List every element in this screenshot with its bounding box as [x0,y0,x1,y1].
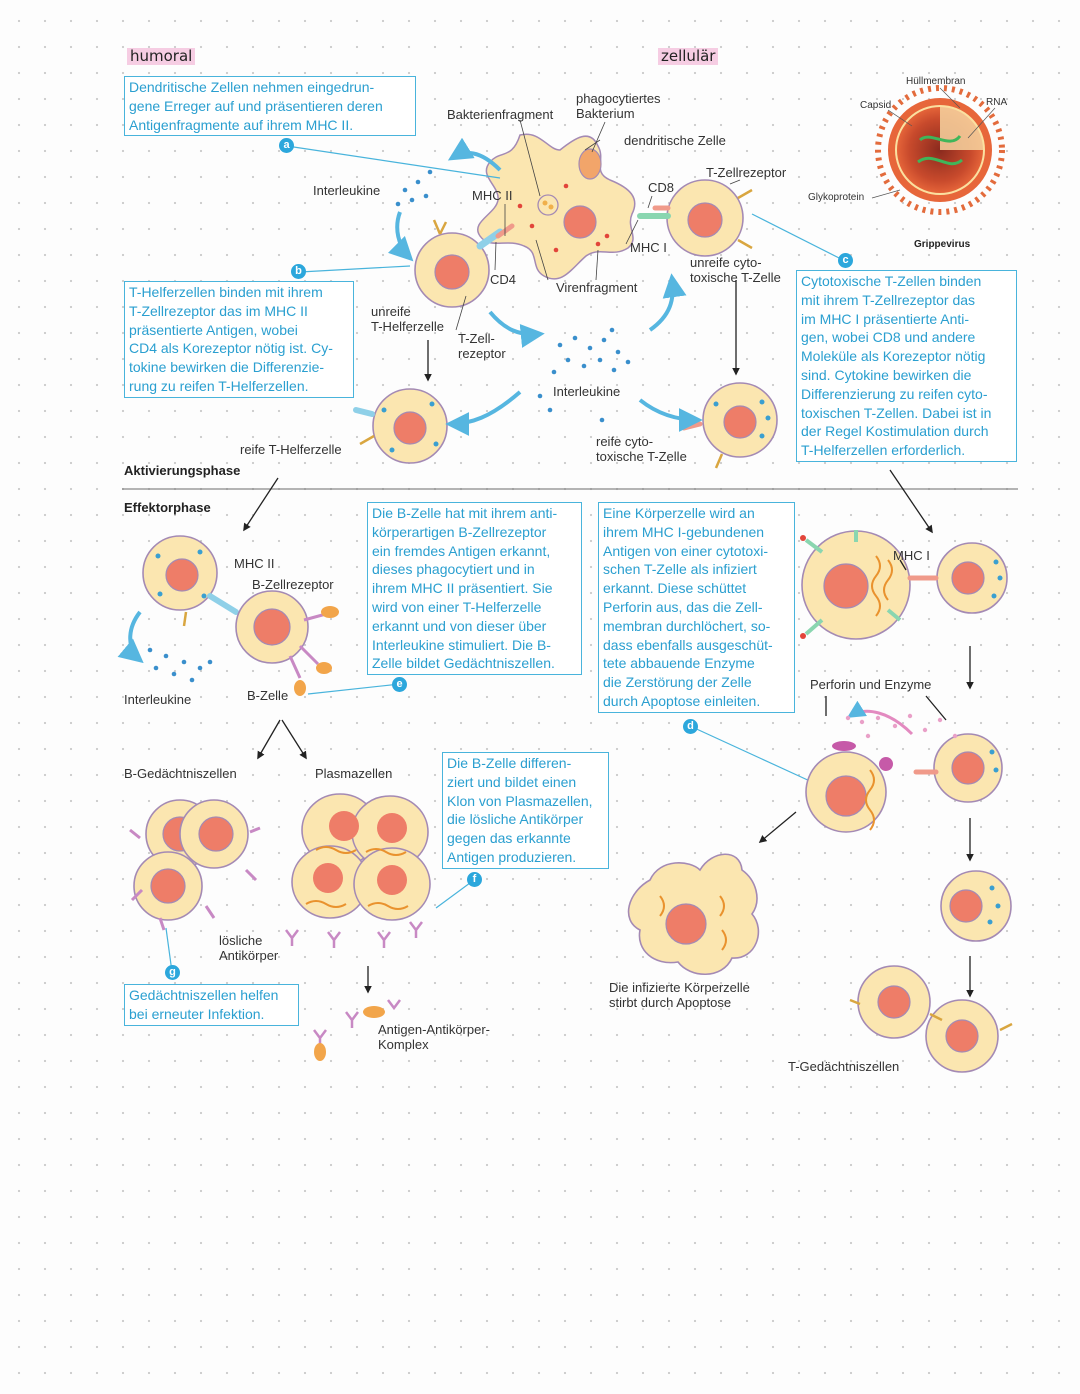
label-virus-fragment: Virenfragment [556,280,638,295]
label-b-cell-receptor: B-Zellrezeptor [252,577,334,592]
label-mature-t-helper: reife T-Helferzelle [240,442,342,457]
label-immature-t-helper: unreife T-Helferzelle [371,304,444,334]
badge-a: a [279,138,294,153]
info-box-f: Die B-Zelle differen- ziert und bildet e… [442,752,609,869]
virus-label-rna: RNA [986,97,1008,108]
mature-cytotoxic-t-cell [681,382,778,469]
badge-b: b [291,264,306,279]
b-cell [235,590,339,696]
info-box-a: Dendritische Zellen nehmen eingedrun- ge… [124,76,416,137]
humoral-heading: humoral [127,48,196,65]
label-cd8: CD8 [648,180,675,195]
t-helper-binding-b-cell [142,535,239,627]
b-memory-cells [129,799,261,931]
label-immature-cytotoxic: unreife cyto- toxische T-Zelle [690,255,781,285]
info-box-g: Gedächtniszellen helfen bei erneuter Inf… [124,984,299,1026]
label-mhc2: MHC II [472,188,513,203]
antigen-antibody-complex [313,999,401,1061]
label-apoptosis: Die infizierte Körperzelle stirbt durch … [609,980,750,1010]
label-interleukins-left: Interleukine [124,692,192,707]
label-mature-cytotoxic: reife cyto- toxische T-Zelle [596,434,687,464]
immature-t-helper-cell [414,219,515,308]
virus-label-capsid: Capsid [860,100,892,111]
perforin-release [805,700,1003,833]
badge-g: g [165,965,180,980]
label-cd4: CD4 [490,272,517,287]
label-soluble-antibodies: lösliche Antikörper [219,933,279,963]
mature-t-helper-cell [353,388,448,464]
info-box-b: T-Helferzellen binden mit ihrem T-Zellre… [124,281,354,398]
plasma-cells [291,793,431,921]
virus-label-envelope: Hüllmembran [906,76,966,87]
infected-body-cell [800,530,911,640]
label-interleukins-mid: Interleukine [553,384,621,399]
label-mhc1: MHC I [630,240,667,255]
apoptotic-cell [627,853,760,975]
immature-cytotoxic-t-cell [637,179,753,257]
effector-phase-label: Effektorphase [124,500,211,515]
bacterium-fragment [537,194,559,216]
flow-arrows-top [387,137,703,436]
badge-c: c [838,253,853,268]
label-plasma-cells: Plasmazellen [315,766,393,781]
zellular-heading: zellulär [658,48,719,65]
interleukin-particles [395,169,631,423]
interleukin-arrow-b [117,610,144,664]
info-box-d: Eine Körperzelle wird an ihrem MHC I-geb… [598,502,795,713]
badge-f: f [467,872,482,887]
info-box-e: Die B-Zelle hat mit ihrem anti- körperar… [367,502,582,676]
label-interleukins-top: Interleukine [313,183,381,198]
label-t-cell-receptor-top: T-Zellrezeptor [706,165,787,180]
cytotoxic-t-cell-binding [907,542,1008,614]
label-t-memory: T-Gedächtniszellen [788,1059,900,1074]
box-connectors [165,145,846,973]
label-b-cell: B-Zelle [247,688,289,703]
leader-lines [455,119,741,331]
label-dendritic-cell: dendritische Zelle [624,133,726,148]
label-bacterium-fragment: Bakterienfragment [447,107,554,122]
label-b-memory: B-Gedächtniszellen [124,766,237,781]
info-box-c: Cytotoxische T-Zellen binden mit ihrem T… [796,270,1017,462]
soluble-antibodies [285,921,423,948]
label-mhc1-d: MHC I [893,548,930,563]
interleukin-particles-b [147,647,213,683]
virus-label-title: Grippevirus [914,239,971,250]
badge-d: d [683,719,698,734]
activation-phase-label: Aktivierungsphase [124,463,241,478]
t-memory-cells [849,965,1013,1073]
differentiation-arrows [257,719,372,994]
effector-arrows [758,559,974,998]
badge-e: e [392,677,407,692]
phagocytosed-bacterium [578,148,602,180]
influenza-virus-illustration [875,85,1005,215]
label-phagocytosed-bacterium: phagocytiertes Bakterium [576,91,661,121]
label-t-cell-receptor: T-Zell- rezeptor [458,331,506,361]
label-antigen-antibody-complex: Antigen-Antikörper- Komplex [378,1022,490,1052]
label-perforin: Perforin und Enzyme [810,677,932,692]
mature-cytotoxic-t-cell-effector [940,870,1012,942]
virus-label-glycoprotein: Glykoprotein [808,192,865,203]
maturation-arrows [243,280,933,534]
virus-leaders [871,87,996,199]
dendritic-cell [477,133,636,280]
label-mhc2-b: MHC II [234,556,275,571]
